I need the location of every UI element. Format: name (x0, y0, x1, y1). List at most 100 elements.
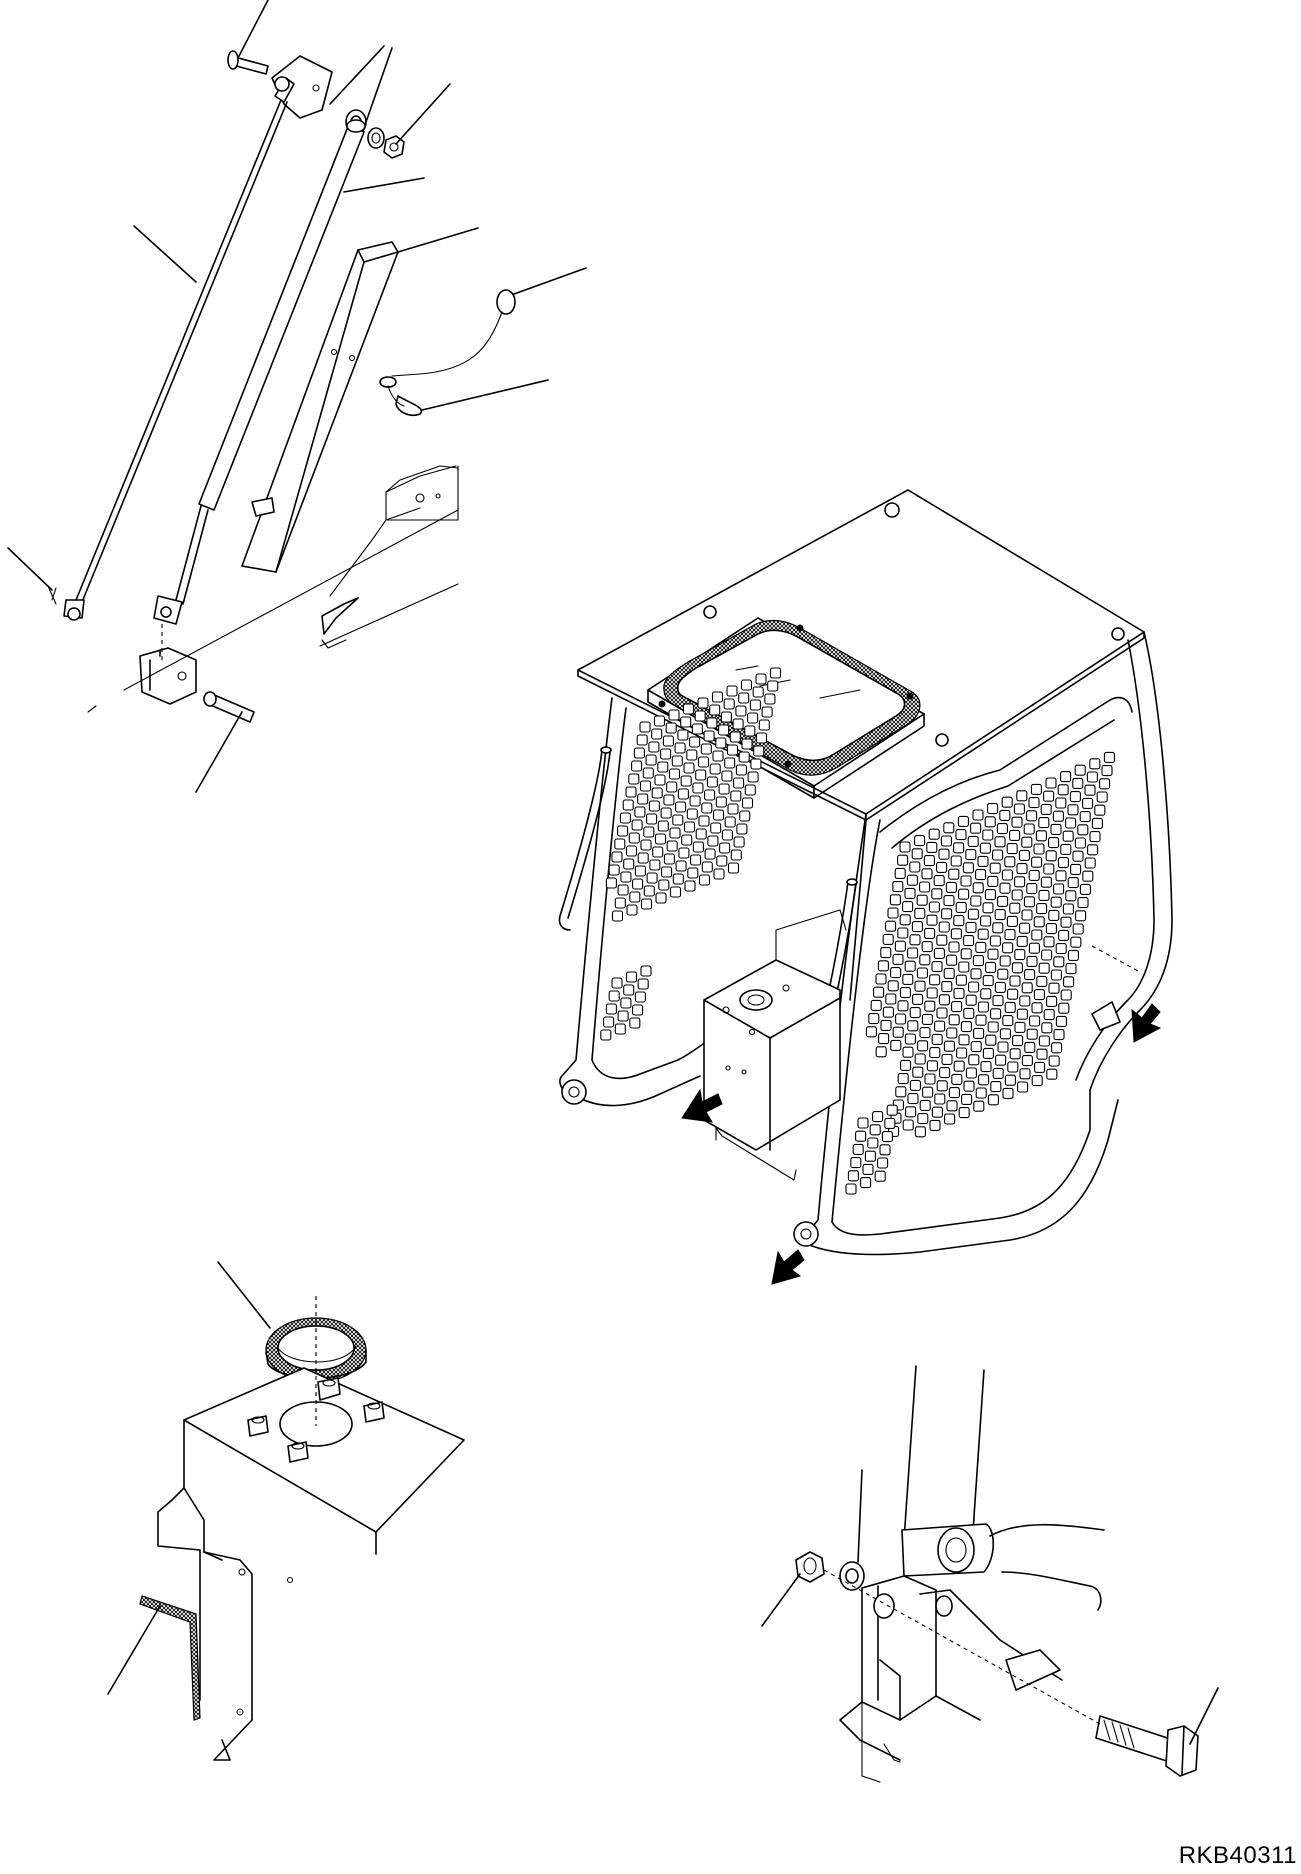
mesh-cell (1068, 878, 1078, 888)
mesh-cell (956, 902, 966, 912)
mesh-cell (621, 998, 631, 1008)
stay-rod (64, 100, 287, 620)
mesh-cell (728, 804, 738, 814)
mesh-cell (981, 916, 991, 926)
mesh-cell (1014, 804, 1024, 814)
mesh-cell (734, 778, 744, 788)
mesh-cell (620, 813, 630, 823)
mesh-cell (930, 1048, 940, 1058)
mesh-cell (652, 729, 662, 739)
mesh-cell (624, 859, 634, 869)
mesh-cell (1007, 916, 1017, 926)
mesh-cell (930, 975, 940, 985)
mount-bolt (1096, 1716, 1198, 1776)
mesh-cell (1075, 765, 1085, 775)
mesh-cell (1056, 871, 1066, 881)
mesh-cell (903, 902, 913, 912)
mesh-cell (934, 948, 944, 958)
mesh-cell (863, 1164, 873, 1174)
mesh-cell (675, 743, 685, 753)
mesh-cell (903, 1047, 913, 1057)
leader-washer (858, 1470, 862, 1562)
mesh-cell (890, 895, 900, 905)
mesh-cell (898, 1074, 908, 1084)
mesh-cell (1046, 851, 1056, 861)
mesh-cell (652, 788, 662, 798)
mesh-cell (983, 903, 993, 913)
mesh-cell (932, 1034, 942, 1044)
mesh-cell (655, 775, 665, 785)
mesh-cell (976, 870, 986, 880)
mesh-cell (757, 733, 767, 743)
mesh-cell (1046, 778, 1056, 788)
mesh-cell (1041, 877, 1051, 887)
mesh-cell (968, 836, 978, 846)
right-front-panel (794, 632, 1172, 1254)
mesh-cell (771, 668, 781, 678)
mesh-cell (1064, 977, 1074, 987)
mesh-cell (1042, 1023, 1052, 1033)
mesh-cell (1070, 792, 1080, 802)
mesh-cell (915, 1127, 925, 1137)
mesh-cell (1010, 830, 1020, 840)
mesh-cell (907, 875, 917, 885)
mesh-cell (1085, 785, 1095, 795)
mesh-cell (716, 797, 726, 807)
mesh-cell (895, 868, 905, 878)
mesh-cell (634, 748, 644, 758)
mesh-cell (954, 916, 964, 926)
mesh-cell (627, 905, 637, 915)
mesh-cell (1003, 1016, 1013, 1026)
mesh-cell (925, 928, 935, 938)
mesh-cell (606, 878, 616, 888)
mesh-cell (944, 896, 954, 906)
mesh-cell (912, 922, 922, 932)
mesh-cell (888, 981, 898, 991)
mesh-cell (724, 699, 734, 709)
mesh-cell (959, 1108, 969, 1118)
mesh-cell (954, 843, 964, 853)
mesh-cell (1022, 1056, 1032, 1066)
mesh-cell (846, 1184, 856, 1194)
mesh-cell (693, 783, 703, 793)
mesh-cell (924, 856, 934, 866)
mesh-cell (973, 883, 983, 893)
mesh-cell (940, 1068, 950, 1078)
mesh-cell (1078, 825, 1088, 835)
mesh-cell (893, 882, 903, 892)
mesh-cell (635, 992, 645, 1002)
mesh-cell (935, 1021, 945, 1031)
mesh-cell (1000, 883, 1010, 893)
mesh-cell (954, 1061, 964, 1071)
mesh-cell (685, 881, 695, 891)
mesh-cell (865, 1151, 875, 1161)
mesh-cell (673, 874, 683, 884)
mesh-cell (708, 836, 718, 846)
mesh-cell (759, 720, 769, 730)
leader-corner-seal (108, 1606, 160, 1694)
mesh-cell (719, 725, 729, 735)
mesh-cell (685, 822, 695, 832)
mesh-cell (1000, 1029, 1010, 1039)
mesh-cell (670, 769, 680, 779)
mesh-cell (941, 836, 951, 846)
mesh-cell (929, 902, 939, 912)
mesh-cell (681, 717, 691, 727)
mesh-cell (974, 1101, 984, 1111)
mesh-cell (887, 1105, 897, 1115)
mesh-cell (1032, 930, 1042, 940)
mesh-cell (1017, 864, 1027, 874)
mesh-cell (979, 1075, 989, 1085)
mesh-cell (719, 784, 729, 794)
mesh-cell (1024, 897, 1034, 907)
mesh-cell (875, 1171, 885, 1181)
boss-2 (248, 1416, 268, 1436)
mesh-cell (658, 762, 668, 772)
mesh-cell (1000, 810, 1010, 820)
mesh-cell (1059, 930, 1069, 940)
leader-nut (762, 1574, 800, 1626)
mesh-cell (1049, 910, 1059, 920)
mesh-cell (615, 898, 625, 908)
mesh-cell (1003, 943, 1013, 953)
mesh-cell (886, 921, 896, 931)
